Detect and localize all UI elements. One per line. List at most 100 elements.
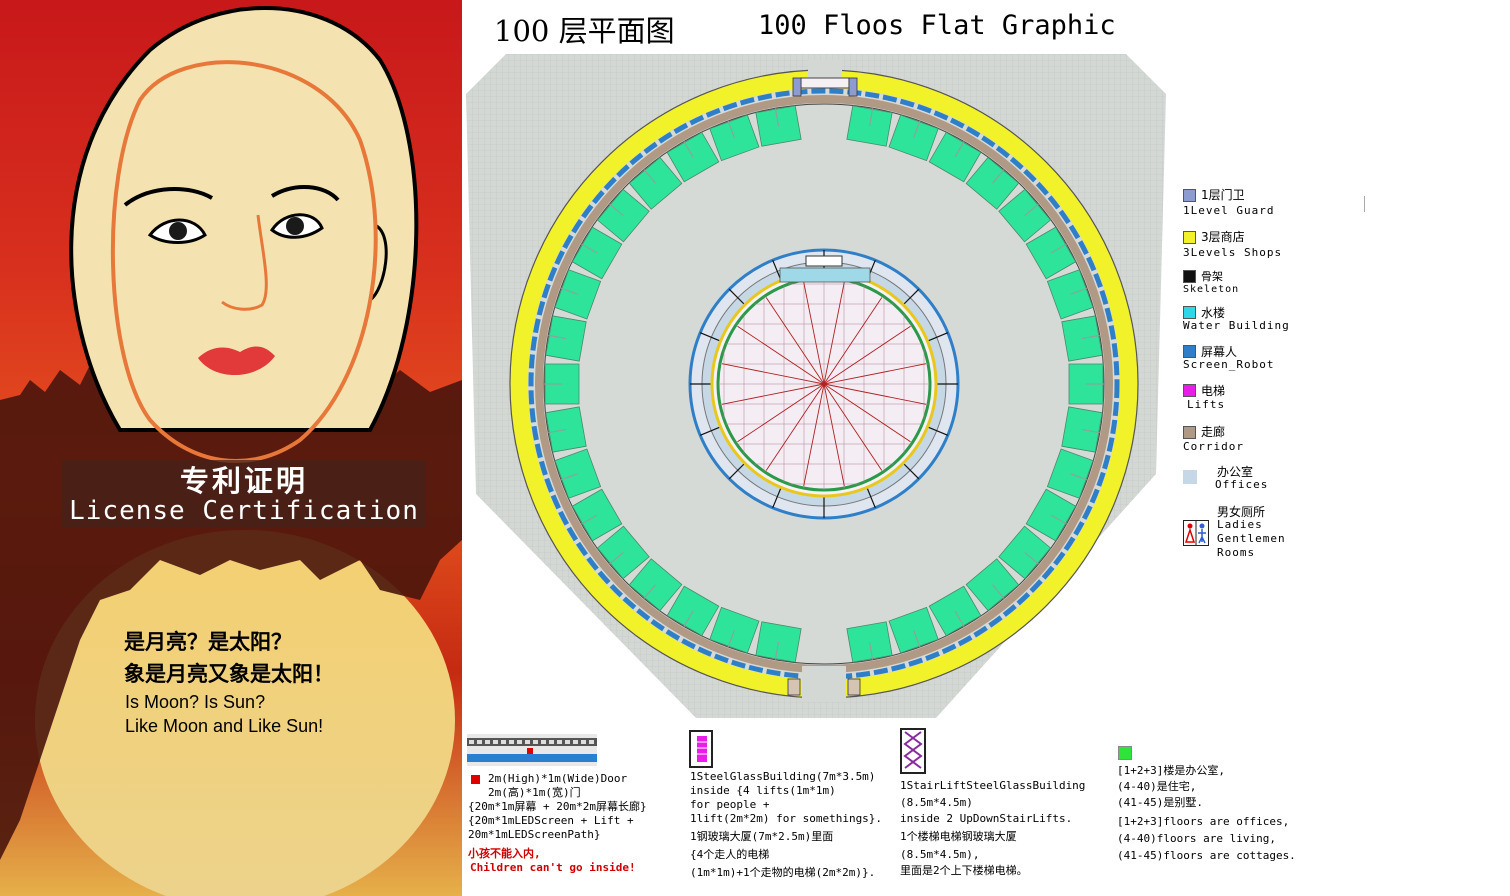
legend-restroom-cn: 男女厕所 — [1217, 505, 1266, 519]
steel-note-7: (1m*1m)+1个走物的电梯(2m*2m)}. — [690, 866, 876, 879]
floors-note-5: (4-40)floors are living, — [1117, 832, 1276, 845]
office-connector — [954, 610, 965, 627]
door-note-4: {20m*1mLEDScreen + Lift + — [468, 814, 634, 827]
legend-swatch-screen — [1183, 345, 1196, 358]
office-connector — [548, 429, 567, 434]
office-connector — [1081, 334, 1100, 339]
led-cell — [493, 740, 498, 744]
hub-grid — [718, 278, 930, 490]
legend-water-en: Water Building — [1183, 319, 1290, 332]
hub-lift-strip — [779, 267, 871, 283]
led-cell — [525, 740, 530, 744]
moon-line-en-1: Is Moon? Is Sun? — [125, 692, 266, 712]
hub-ray — [823, 297, 883, 385]
right-eyebrow — [270, 184, 340, 202]
office-connector — [609, 552, 624, 565]
office-connector — [581, 514, 598, 525]
stair-note-2: (8.5m*4.5m) — [900, 796, 973, 809]
stair-note-6: 里面是2个上下楼梯电梯。 — [900, 864, 1028, 877]
legend-corridor-en: Corridor — [1183, 440, 1244, 453]
hub-ray — [823, 383, 883, 471]
legend-swatch-corridor — [1183, 426, 1196, 439]
hub-ray — [721, 383, 825, 405]
hood-ear-line — [368, 223, 388, 302]
legend-skeleton-en: Skeleton — [1183, 284, 1240, 295]
office-connector — [1024, 203, 1039, 216]
children-warning-cn: 小孩不能入内, — [468, 847, 541, 860]
plan-title-en: 100 Floos Flat Graphic — [758, 10, 1116, 41]
hub-ray — [823, 383, 845, 487]
office-connector — [869, 108, 874, 127]
hub-ray — [823, 383, 927, 405]
certification-title-en: License Certification — [69, 496, 419, 526]
nose-line — [221, 214, 268, 311]
office-connector — [560, 473, 578, 481]
office-connector — [774, 641, 779, 660]
legend-swatch-guard — [1183, 189, 1196, 202]
legend-lifts-cn: 电梯 — [1201, 384, 1226, 398]
led-cell — [533, 740, 538, 744]
office-connector — [913, 120, 921, 138]
office-connector — [1024, 552, 1039, 565]
led-cell — [477, 740, 482, 744]
led-cell — [541, 740, 546, 744]
led-cell — [581, 740, 586, 744]
sun-reflection — [35, 530, 455, 896]
north-gate-post-right — [848, 77, 858, 97]
office-connector — [1081, 429, 1100, 434]
steel-note-2: inside {4 lifts(1m*1m) — [690, 784, 836, 797]
hub-ray — [721, 363, 825, 385]
led-cell — [557, 740, 562, 744]
office-connector — [954, 141, 965, 158]
steel-note-3: for people + — [690, 798, 770, 811]
steel-note-5: 1钢玻璃大厦(7m*2.5m)里面 — [690, 830, 834, 843]
moon-line-cn-1: 是月亮？是太阳？ — [124, 630, 292, 654]
door-note-1: 2m(High)*1m(Wide)Door — [488, 772, 628, 785]
floors-note-1: [1+2+3]楼是办公室, — [1117, 764, 1225, 777]
legend-shops-cn: 3层商店 — [1201, 230, 1245, 244]
hub-ray — [823, 383, 911, 443]
floors-note-4: [1+2+3]floors are offices, — [1117, 815, 1290, 828]
face-outline — [110, 60, 378, 463]
lips — [198, 346, 275, 376]
steel-note-6: {4个走人的电梯 — [690, 848, 770, 861]
office-connector — [992, 169, 1005, 184]
office-connector — [581, 243, 598, 254]
hub-ray — [765, 297, 825, 385]
office-connector — [643, 584, 656, 599]
stair-note-4: 1个楼梯电梯钢玻璃大厦 — [900, 830, 1017, 843]
edge-marker — [1364, 196, 1365, 212]
north-gate-post-left — [792, 77, 802, 97]
led-cell — [509, 740, 514, 744]
office-connector — [1050, 243, 1067, 254]
floors-note-6: (41-45)floors are cottages. — [1117, 849, 1296, 862]
legend-swatch-water — [1183, 306, 1196, 319]
moon-line-cn-2: 象是月亮又象是太阳！ — [124, 662, 334, 686]
door-note-2: 2m(高)*1m(宽)门 — [488, 786, 581, 799]
legend-skeleton-cn: 骨架 — [1201, 270, 1223, 283]
poster-panel: 专利证明 License Certification 是月亮？是太阳？ 象是月亮… — [0, 0, 462, 896]
legend-swatch-offices — [1183, 470, 1197, 484]
door-note-3: {20m*1m屏幕 + 20m*2m屏幕长廊} — [468, 800, 647, 813]
hub-ray — [823, 363, 927, 385]
office-connector — [683, 141, 694, 158]
stair-note-3: inside 2 UpDownStairLifts. — [900, 812, 1073, 825]
right-pupil — [286, 217, 304, 235]
office-blocks — [544, 105, 1104, 663]
north-gate-guard — [800, 77, 850, 89]
legend-restroom-en-2: Gentlemen — [1217, 532, 1286, 545]
door-swatch — [471, 775, 480, 784]
legend-lifts-en: Lifts — [1187, 398, 1226, 411]
legend-guard-cn: 1层门卫 — [1201, 188, 1245, 202]
legend-swatch-shops — [1183, 231, 1196, 244]
moon-line-en-2: Like Moon and Like Sun! — [125, 716, 324, 736]
certification-banner — [62, 460, 426, 528]
hub-ray — [803, 383, 825, 487]
certification-title-cn: 专利证明 — [179, 464, 308, 498]
floors-swatch — [1118, 746, 1132, 760]
office-connector — [1070, 287, 1088, 295]
hub-ray — [823, 281, 845, 385]
door-note-5: 20m*1mLEDScreenPath} — [468, 828, 601, 841]
led-screen-strip-icon — [467, 734, 597, 766]
office-connector — [727, 630, 735, 648]
